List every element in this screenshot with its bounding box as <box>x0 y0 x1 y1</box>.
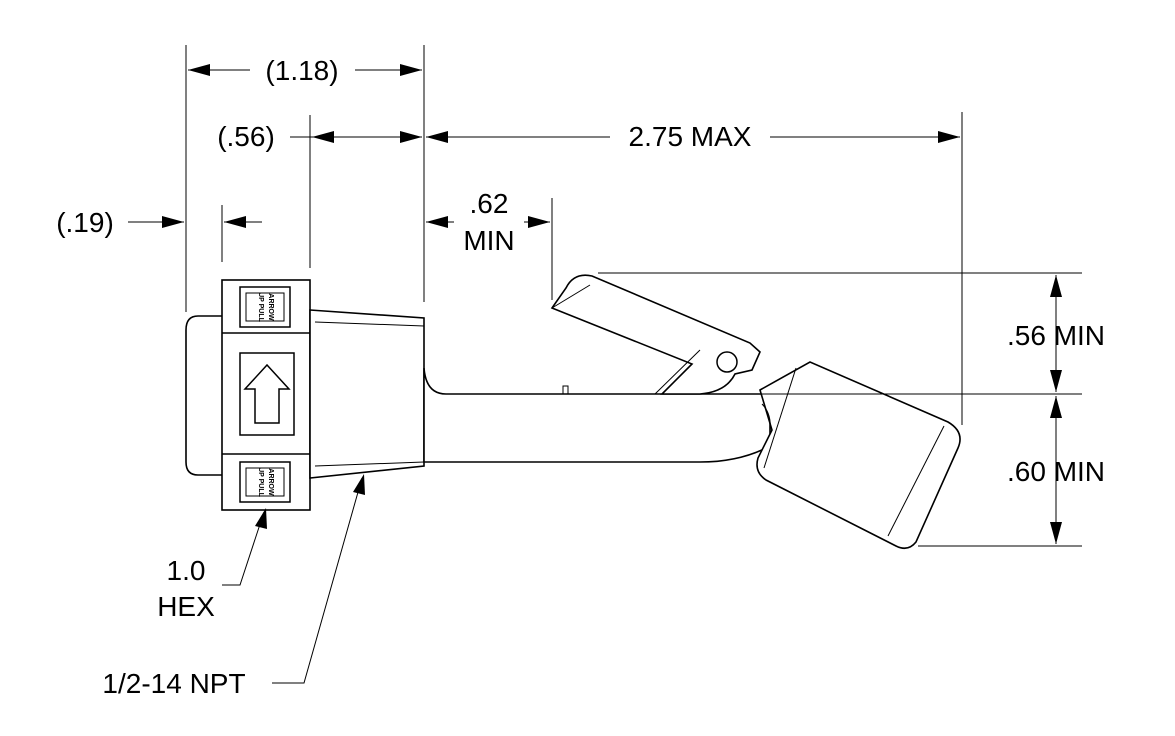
npt-thread <box>309 309 425 479</box>
part-outline <box>185 274 961 550</box>
callout-hex-label: HEX <box>157 591 215 622</box>
svg-text:ARROW: ARROW <box>267 293 274 321</box>
dim-height-above: .56 MIN <box>1007 320 1105 351</box>
callout-thread: 1/2-14 NPT <box>102 668 245 699</box>
dim-clearance-top: .62 <box>470 188 509 219</box>
dim-lever-length: 2.75 MAX <box>629 121 752 152</box>
svg-text:UP PULL: UP PULL <box>257 467 264 498</box>
lever-arm <box>550 274 761 395</box>
label-window-text: ARROW UP PULL ARROW UP PULL <box>257 292 274 498</box>
pivot-hole <box>716 351 738 373</box>
up-arrow-icon <box>243 363 291 424</box>
dimension-lines <box>128 45 1082 684</box>
label-window-top <box>239 286 291 328</box>
svg-text:ARROW: ARROW <box>267 468 274 496</box>
label-window-bottom <box>239 461 291 503</box>
dim-height-below: .60 MIN <box>1007 456 1105 487</box>
svg-text:UP PULL: UP PULL <box>257 292 264 323</box>
rear-cap <box>185 315 222 476</box>
dim-clearance-bottom: MIN <box>463 225 514 256</box>
dimension-labels: (1.18) (.56) 2.75 MAX (.19) .62 MIN .56 … <box>56 55 1105 699</box>
dim-hex-width: (.56) <box>217 121 275 152</box>
dim-overall-hex-width: (1.18) <box>265 55 338 86</box>
dim-collar-width: (.19) <box>56 207 114 238</box>
callout-hex-size: 1.0 <box>167 555 206 586</box>
arrow-plate <box>239 352 295 436</box>
hex-body <box>221 279 311 511</box>
float-paddle <box>756 361 961 550</box>
